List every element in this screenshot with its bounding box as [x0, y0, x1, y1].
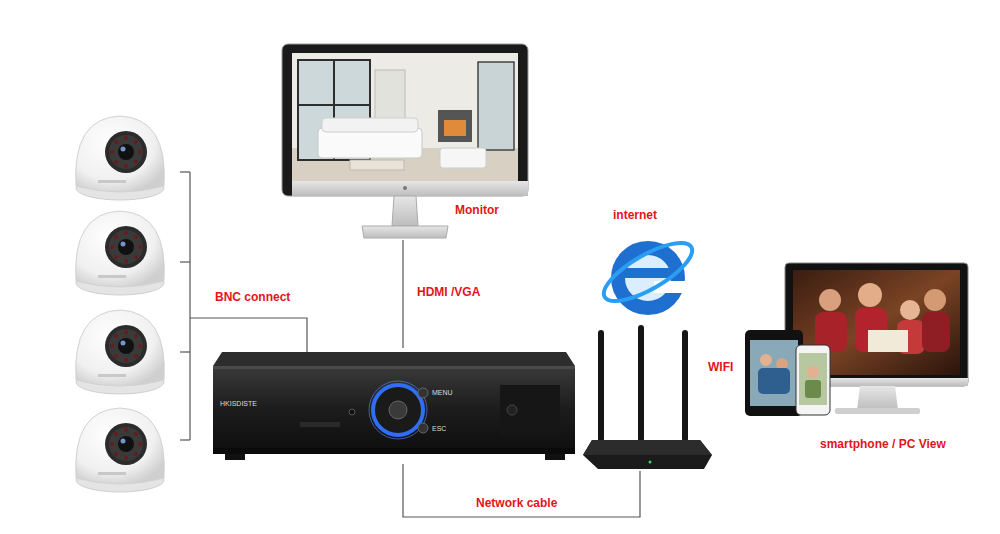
viewing-devices: [868, 330, 908, 352]
viewing-devices: [805, 380, 821, 398]
bnc-wire: [190, 318, 307, 352]
monitor-display: [438, 110, 472, 142]
dvr-recorder: [389, 401, 407, 419]
viewing-devices: [924, 289, 946, 311]
dvr-recorder: [213, 352, 575, 366]
bnc-wire: [180, 261, 190, 262]
monitor-display: [392, 196, 418, 226]
edge-label: HDMI /VGA: [415, 285, 482, 299]
viewing-devices: [758, 368, 790, 394]
internet-logo: [596, 232, 700, 311]
viewer-devices: smartphone / PC View: [740, 258, 972, 454]
viewing-devices: [900, 300, 920, 320]
monitor-display: [444, 120, 466, 136]
dvr-recorder: [545, 454, 565, 460]
hdmi-cable: [402, 240, 403, 348]
node-label: ESC: [432, 425, 446, 433]
monitor-display: [282, 44, 528, 196]
viewing-devices: [745, 263, 968, 416]
connection-label: WIFI: [708, 360, 733, 374]
monitor-display: [440, 148, 486, 168]
viewing-devices: [807, 366, 819, 378]
internet-logo: [596, 232, 700, 311]
viewing-devices: [785, 263, 968, 386]
viewing-devices: [799, 353, 827, 405]
viewing-devices: [745, 330, 803, 416]
edge-label: Network cable: [474, 496, 559, 510]
dvr-recorder: [300, 422, 340, 427]
bnc-wire: [180, 439, 190, 440]
wifi-router: [583, 440, 712, 469]
monitor-display: [298, 104, 370, 106]
dvr-device: HKISDISTE MENU ESC: [210, 348, 578, 464]
monitor-display: [362, 226, 448, 238]
node-label: smartphone / PC View: [820, 437, 946, 451]
dome-camera: [76, 211, 165, 295]
viewing-devices: [819, 289, 841, 311]
monitor-display: [403, 186, 407, 190]
viewing-devices: [750, 340, 798, 406]
wifi-router: [583, 325, 712, 469]
dvr-recorder: [507, 405, 517, 415]
monitor-display: [322, 118, 418, 132]
dvr-recorder: [213, 366, 575, 452]
viewing-devices: [760, 354, 772, 366]
dvr-recorder: [225, 454, 245, 460]
bnc-wire: [180, 171, 190, 172]
wifi-router: [598, 330, 604, 442]
monitor-display: [478, 62, 514, 150]
dvr-recorder: [213, 448, 575, 454]
viewing-devices: [857, 386, 898, 410]
viewing-devices: [796, 345, 830, 415]
dome-camera: [76, 310, 165, 394]
node-label: Monitor: [455, 203, 499, 217]
dvr-recorder: [373, 385, 423, 435]
wifi-router: [638, 325, 644, 442]
bnc-wire: [189, 172, 190, 440]
router-device: internet: [585, 205, 713, 471]
dvr-recorder: [369, 381, 427, 439]
bnc-wire: [180, 351, 190, 352]
node-label: internet: [613, 208, 657, 222]
wifi-router: [583, 440, 712, 455]
dvr-recorder: [418, 388, 428, 398]
dvr-recorder: [418, 423, 428, 433]
wifi-router: [682, 330, 688, 442]
viewing-devices: [858, 283, 882, 307]
dome-camera: [76, 116, 165, 492]
dvr-recorder: [213, 366, 575, 369]
connection-label: BNC connect: [215, 290, 290, 304]
monitor-device: Monitor: [282, 40, 532, 240]
dome-camera: [76, 408, 165, 492]
dvr-recorder: [500, 385, 560, 435]
viewing-devices: [835, 408, 920, 414]
monitor-display: [292, 53, 518, 181]
monitor-display: [282, 44, 528, 238]
wifi-router: [649, 461, 652, 464]
viewing-devices: [922, 312, 950, 352]
monitor-display: [292, 181, 528, 196]
monitor-display: [350, 160, 404, 170]
dvr-recorder: [213, 352, 575, 460]
network-cable: [403, 464, 640, 517]
dome-camera: [76, 116, 165, 200]
dvr-recorder: [349, 409, 355, 415]
node-label: MENU: [432, 389, 453, 397]
node-label: HKISDISTE: [220, 400, 257, 408]
